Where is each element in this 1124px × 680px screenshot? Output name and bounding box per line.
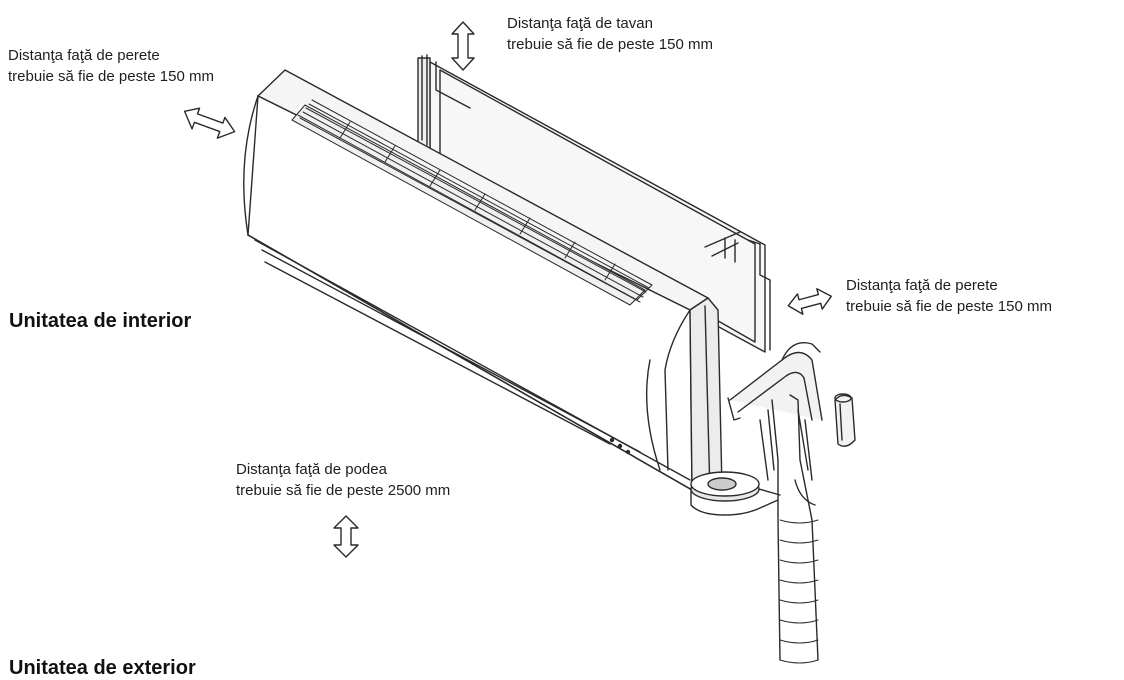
arrow-wall-left: [180, 104, 238, 143]
label-wall-right-line2: trebuie să fie de peste 150 mm: [846, 298, 1052, 315]
tape-roll: [691, 472, 780, 515]
label-ceiling-line2: trebuie să fie de peste 150 mm: [507, 36, 713, 53]
heading-outdoor-unit: Unitatea de exterior: [9, 657, 196, 679]
label-wall-left: Distanţa faţă de perete trebuie să fie d…: [8, 45, 214, 87]
label-floor-line2: trebuie să fie de peste 2500 mm: [236, 482, 451, 499]
label-floor-line1: Distanţa faţă de podea: [236, 461, 387, 478]
refrigerant-pipe: [728, 343, 822, 660]
intake-grille: [292, 100, 652, 305]
label-ceiling-line1: Distanţa faţă de tavan: [507, 15, 653, 32]
drain-cap: [835, 394, 855, 446]
heading-indoor-unit: Unitatea de interior: [9, 310, 192, 332]
label-wall-left-line2: trebuie să fie de peste 150 mm: [8, 68, 214, 85]
label-ceiling: Distanţa faţă de tavan trebuie să fie de…: [507, 13, 713, 55]
indoor-unit: [244, 70, 722, 498]
pipe-tape-wrap: [780, 520, 818, 663]
arrow-wall-right: [786, 286, 834, 318]
label-wall-right-line1: Distanţa faţă de perete: [846, 277, 998, 294]
label-floor: Distanţa faţă de podea trebuie să fie de…: [236, 459, 450, 501]
arrow-ceiling: [452, 22, 474, 70]
label-wall-left-line1: Distanţa faţă de perete: [8, 47, 160, 64]
label-wall-right: Distanţa faţă de perete trebuie să fie d…: [846, 275, 1052, 317]
arrow-floor: [334, 516, 358, 557]
